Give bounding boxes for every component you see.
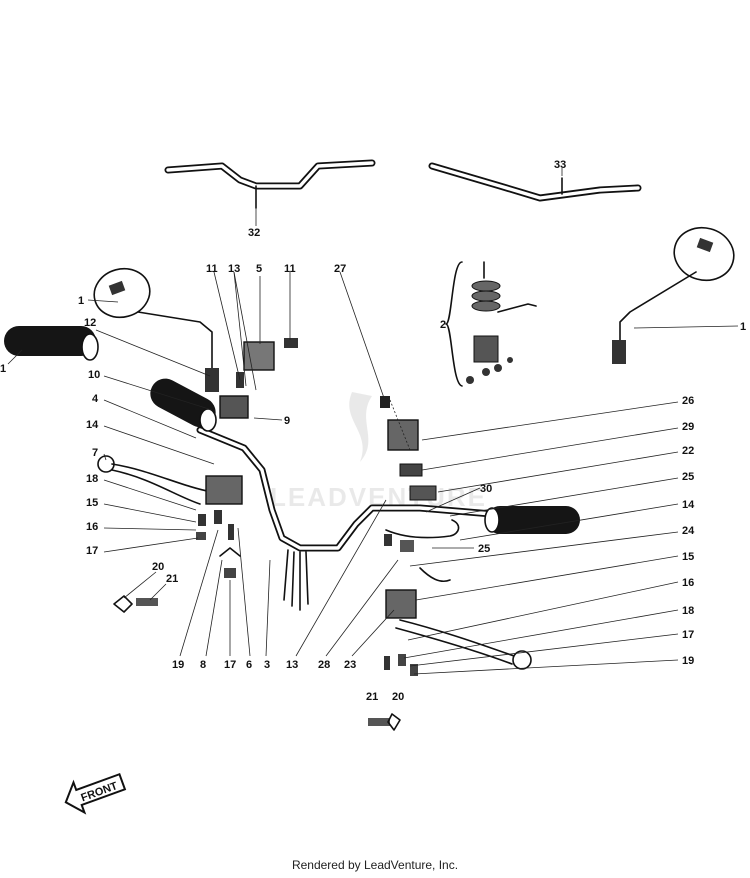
callout-label: 17	[86, 545, 98, 557]
callout-label: 11	[206, 263, 218, 275]
callout-label: 3	[264, 659, 270, 671]
callout-label: 25	[478, 543, 490, 555]
front-arrow: FRONT	[64, 772, 127, 815]
callout-label: 21	[166, 573, 178, 585]
callout-label: 15	[682, 551, 694, 563]
left-mirror	[93, 267, 219, 392]
callout-label: 12	[84, 317, 96, 329]
callout-label: 9	[284, 415, 290, 427]
callout-label: 32	[248, 227, 260, 239]
watermark: LEADVENTURE	[270, 392, 485, 512]
callout-label: 20	[152, 561, 164, 573]
left-grip	[4, 326, 99, 361]
callout-label: 1	[740, 321, 746, 333]
right-grip	[484, 506, 580, 534]
callout-label: 23	[344, 659, 356, 671]
right-switch-assembly	[380, 396, 460, 552]
left-adjuster	[113, 595, 158, 613]
callout-label: 5	[256, 263, 262, 275]
callout-label: 8	[200, 659, 206, 671]
callout-label: 4	[92, 393, 99, 405]
callout-label: 14	[86, 419, 99, 431]
cable-bits	[219, 547, 241, 578]
handlebar-32	[164, 159, 376, 209]
callout-label: 11	[284, 263, 296, 275]
callout-label: 21	[366, 691, 378, 703]
callout-label: 24	[682, 525, 695, 537]
callout-label: 7	[92, 447, 98, 459]
callout-label: 13	[286, 659, 298, 671]
callout-label: 2	[440, 319, 446, 331]
callout-labels: 1 1 1 2 3 4 5 6 7 8 9 10 11 11 12 13 13 …	[0, 159, 746, 703]
callout-label: 13	[228, 263, 240, 275]
callout-label: 1	[0, 363, 6, 375]
callout-label: 27	[334, 263, 346, 275]
footer-credit: Rendered by LeadVenture, Inc.	[291, 858, 459, 872]
callout-label: 25	[682, 471, 694, 483]
callout-label: 14	[682, 499, 695, 511]
callout-label: 18	[86, 473, 98, 485]
callout-label: 19	[682, 655, 694, 667]
callout-label: 18	[682, 605, 694, 617]
leader-lines	[7, 168, 739, 675]
callout-label: 19	[172, 659, 184, 671]
right-adjuster	[368, 713, 401, 731]
callout-label: 28	[318, 659, 330, 671]
main-handlebar	[196, 426, 496, 611]
callout-label: 15	[86, 497, 98, 509]
callout-label: 16	[682, 577, 694, 589]
callout-label: 16	[86, 521, 98, 533]
callout-label: 30	[480, 483, 492, 495]
callout-label: 33	[554, 159, 566, 171]
callout-label: 1	[78, 295, 84, 307]
throttle-assembly-2	[445, 261, 537, 387]
callout-label: 17	[224, 659, 236, 671]
left-switch-assembly	[219, 338, 298, 419]
callout-label: 22	[682, 445, 694, 457]
left-clutch-lever	[97, 455, 243, 540]
right-mirror	[612, 226, 735, 364]
handlebar-33	[428, 162, 642, 202]
callout-label: 10	[88, 369, 100, 381]
callout-label: 26	[682, 395, 694, 407]
callout-label: 20	[392, 691, 404, 703]
callout-label: 6	[246, 659, 252, 671]
callout-label: 29	[682, 421, 694, 433]
callout-label: 17	[682, 629, 694, 641]
